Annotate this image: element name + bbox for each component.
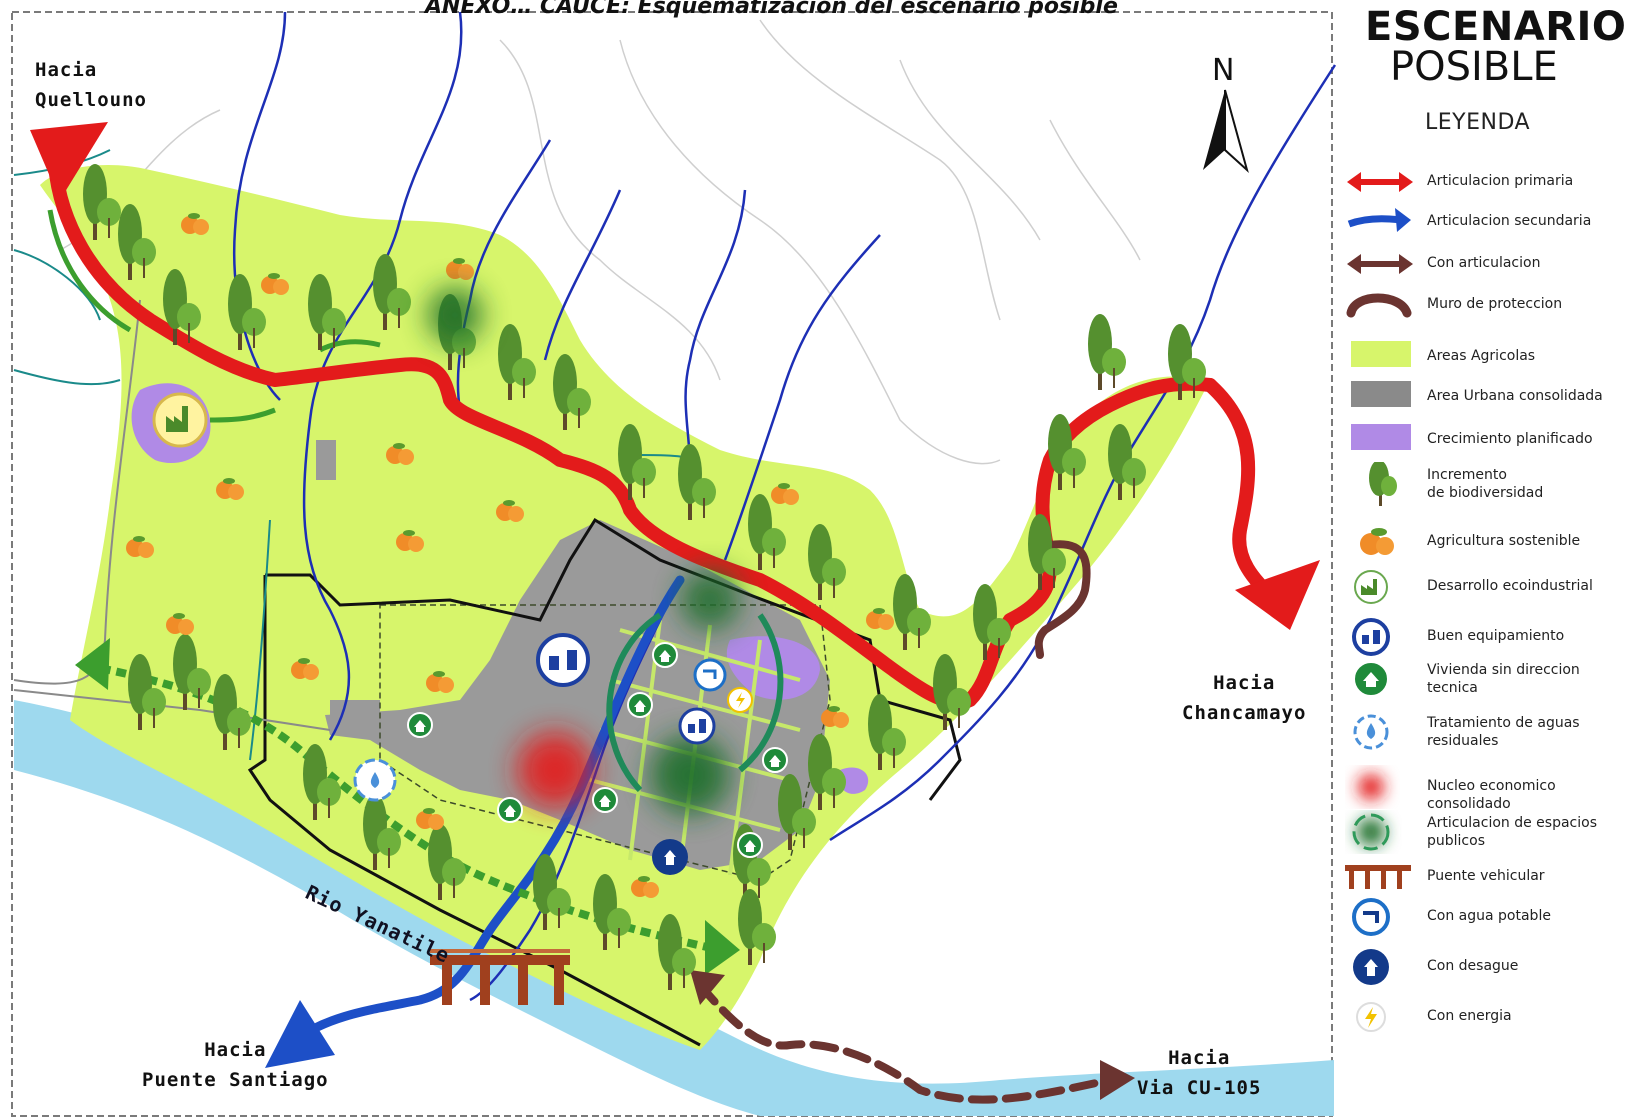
secondary-articulation-route	[290, 575, 685, 1045]
green-blur-icon	[1352, 813, 1390, 851]
legend-item-label: Areas Agricolas	[1427, 348, 1536, 364]
primary-articulation-arrowhead-east	[1235, 560, 1320, 630]
legend-item: Articulacion secundaria	[1345, 200, 1637, 244]
legend-item: Desarrollo ecoindustrial	[1345, 565, 1637, 609]
north-arrow-icon	[1203, 89, 1249, 174]
buildings-icon	[678, 707, 716, 745]
legend-item: Articulacion primaria	[1345, 160, 1637, 204]
factory-icon	[1354, 570, 1388, 604]
legend-item-label: Articulacion secundaria	[1427, 213, 1592, 229]
planned-growth-area	[839, 767, 869, 794]
vehicular-bridge	[430, 949, 570, 1005]
legend-item-label: Area Urbana consolidada	[1427, 388, 1603, 404]
legend-item: Areas Agricolas	[1345, 335, 1637, 379]
legend-item: Puente vehicular	[1345, 855, 1637, 899]
red-double-arrow-icon	[1347, 172, 1413, 192]
local-roads	[13, 299, 331, 731]
legend-item-label: Con agua potable	[1427, 908, 1551, 924]
blue-arrow-icon	[1347, 208, 1411, 232]
north-label: N	[1212, 53, 1234, 88]
legend-item: Muro de proteccion	[1345, 283, 1637, 327]
legend-item-label: Buen equipamiento	[1427, 628, 1565, 644]
tree-icon	[1369, 462, 1397, 506]
purple-swatch-icon	[1351, 424, 1411, 450]
label-hacia-via-cu105: Hacia Via CU-105	[1137, 1047, 1262, 1099]
gray-swatch-icon	[1351, 381, 1411, 407]
drain-icon	[1353, 949, 1389, 985]
house-icon	[1353, 661, 1389, 697]
orange-fruit-icon	[1360, 528, 1394, 555]
legend-item-label: Tratamiento de aguas residuales	[1427, 715, 1580, 749]
legend-item: Agricultura sostenible	[1345, 520, 1637, 564]
streams	[233, 11, 1337, 1002]
brown-double-arrow-icon	[1347, 254, 1413, 274]
drain-icon	[652, 839, 688, 875]
legend-subtitle: POSIBLE	[1390, 44, 1558, 90]
legend-item-label: Muro de proteccion	[1427, 296, 1563, 312]
legend-item-label: Con articulacion	[1427, 255, 1541, 271]
legend-item: Tratamiento de aguas residuales	[1345, 710, 1637, 754]
legend-item-label: Incremento de biodiversidad	[1427, 467, 1544, 501]
brown-curved-wall-icon	[1346, 293, 1412, 318]
legend-item-label: Puente vehicular	[1427, 868, 1545, 884]
legend-item-label: Articulacion primaria	[1427, 173, 1574, 189]
public-space-articulation	[427, 287, 784, 815]
secondary-articulation-arrowhead	[265, 1000, 335, 1068]
brown-articulation-route	[696, 981, 1114, 1104]
buildings-icon	[536, 633, 590, 687]
green-arrowhead-east	[705, 920, 740, 975]
energy-icon	[1356, 1002, 1386, 1032]
legend-item: Crecimiento planificado	[1345, 418, 1637, 462]
protection-wall	[1034, 540, 1091, 659]
legend-item-label: Vivienda sin direccion tecnica	[1427, 662, 1580, 696]
label-hacia-chancamayo: Hacia Chancamayo	[1182, 672, 1307, 724]
primary-articulation-route	[48, 158, 1217, 710]
label-hacia-quellouno: Hacia Quellouno	[35, 59, 147, 111]
legend-item: Buen equipamiento	[1345, 615, 1637, 659]
water-treatment-icon	[353, 758, 397, 802]
legend-item-label: Con energia	[1427, 1008, 1512, 1024]
legend-item: Con agua potable	[1345, 895, 1637, 939]
legend-item: Con articulacion	[1345, 242, 1637, 286]
primary-articulation-route-east	[1203, 378, 1277, 602]
buildings-icon	[1352, 618, 1390, 656]
brown-arrowhead-east	[1100, 1060, 1135, 1100]
factory-icon	[152, 392, 208, 448]
legend-item: Con desague	[1345, 945, 1637, 989]
map-title: ANEXO… CAUCE: Esquematización del escena…	[425, 0, 1118, 19]
faucet-icon	[1352, 898, 1390, 936]
legend-item: Area Urbana consolidada	[1345, 375, 1637, 419]
legend-item-label: Crecimiento planificado	[1427, 431, 1593, 447]
water-treatment-icon	[1353, 714, 1389, 750]
planned-growth-area	[726, 636, 820, 700]
legend-item: Con energia	[1345, 995, 1637, 1039]
legend-item-label: Desarrollo ecoindustrial	[1427, 578, 1593, 594]
primary-articulation-arrowhead	[30, 122, 108, 200]
green-swatch-icon	[1351, 341, 1411, 367]
label-hacia-puente-santiago: Hacia Puente Santiago	[142, 1039, 329, 1091]
economic-nucleus	[517, 732, 593, 808]
legend-item: Articulacion de espacios publicos	[1345, 810, 1637, 854]
red-blur-icon	[1358, 774, 1384, 800]
legend-item: Vivienda sin direccion tecnica	[1345, 657, 1637, 701]
legend-item-label: Articulacion de espacios publicos	[1427, 815, 1597, 849]
legend-title: ESCENARIO	[1365, 4, 1627, 50]
legend-item: Nucleo economico consolidado	[1345, 765, 1637, 812]
legend-item-label: Nucleo economico consolidado	[1427, 778, 1556, 812]
legend-item-label: Con desague	[1427, 958, 1519, 974]
legend-item-label: Agricultura sostenible	[1427, 533, 1581, 549]
faucet-icon	[693, 658, 727, 692]
green-arrowhead-west	[75, 638, 110, 690]
legend-item: Incremento de biodiversidad	[1345, 462, 1637, 506]
legend-heading: LEYENDA	[1425, 110, 1531, 135]
bridge-icon	[1345, 865, 1411, 889]
brown-arrowhead-west	[690, 970, 725, 1005]
energy-icon	[727, 687, 753, 713]
